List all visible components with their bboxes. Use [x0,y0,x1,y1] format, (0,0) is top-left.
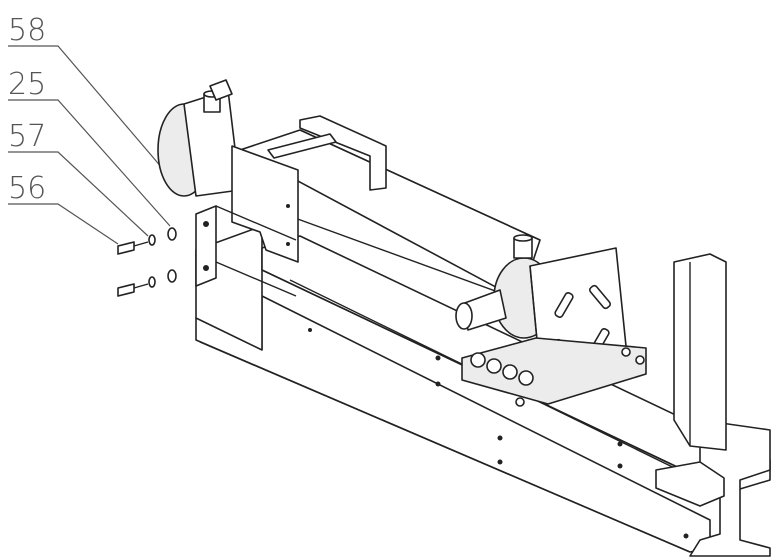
rear-mount [195,115,387,297]
screw-56-lower [117,283,135,297]
leader-line-58 [8,45,187,197]
leader-line-25 [8,99,171,227]
strap-bar [267,133,337,159]
rear-bracket [195,205,217,287]
bolt-head-4 [518,370,534,386]
callout-label-58: 58 [8,13,46,48]
leader-line-57 [8,151,149,237]
callout-56: 56 [8,171,119,245]
bolt-head-1 [470,352,486,368]
washer-25-upper [167,227,177,241]
screw-56-upper [117,241,135,255]
washer-57-upper [148,234,156,246]
hydraulic-cylinder [157,79,555,339]
front-mount [461,247,647,407]
bolt-head-3 [502,364,518,380]
fasteners-lower [117,269,177,297]
washer-57-lower [148,276,156,288]
rear-mount-plate [231,145,299,263]
top-strap [299,115,387,191]
bottom-tab [655,461,725,507]
callout-58: 58 [8,13,187,197]
slot-1 [554,292,574,318]
right-post [673,253,727,451]
rear-elbow [209,79,233,101]
callout-label-25: 25 [8,67,46,102]
bolt-head-2 [486,358,502,374]
front-base-block [461,337,647,405]
callout-label-57: 57 [8,119,46,154]
callout-25: 25 [8,67,171,227]
leader-line-56 [8,203,119,245]
washer-25-lower [167,269,177,283]
callout-57: 57 [8,119,149,237]
fasteners-upper [117,227,177,255]
slot-2 [589,284,611,310]
callout-label-56: 56 [8,171,46,206]
